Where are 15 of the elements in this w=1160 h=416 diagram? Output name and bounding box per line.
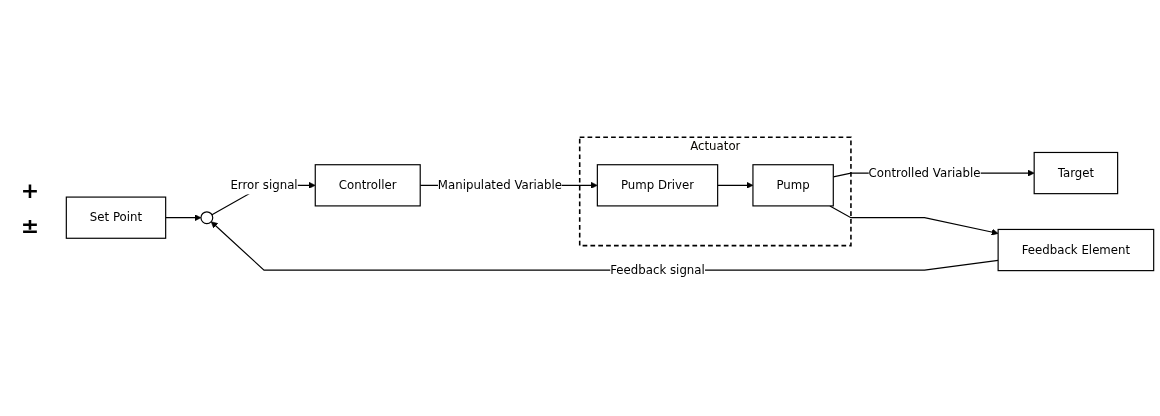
arrow bbox=[829, 205, 999, 236]
edge-label: Error signal bbox=[230, 177, 298, 193]
sign-label: + bbox=[20, 178, 40, 203]
node-box: Pump bbox=[752, 164, 834, 207]
node-box: Controller bbox=[314, 164, 421, 207]
edge-label: Controlled Variable bbox=[868, 165, 981, 180]
node-box: Set Point bbox=[65, 196, 167, 239]
node-box: Target bbox=[1033, 151, 1119, 195]
edge-label: Manipulated Variable bbox=[437, 177, 563, 193]
arrow bbox=[165, 214, 202, 221]
node-box: Pump Driver bbox=[596, 164, 719, 207]
node-circle bbox=[200, 211, 214, 225]
node-box: Feedback Element bbox=[997, 228, 1155, 272]
edge-label: Feedback signal bbox=[610, 262, 705, 277]
sign-label: ± bbox=[20, 213, 40, 238]
